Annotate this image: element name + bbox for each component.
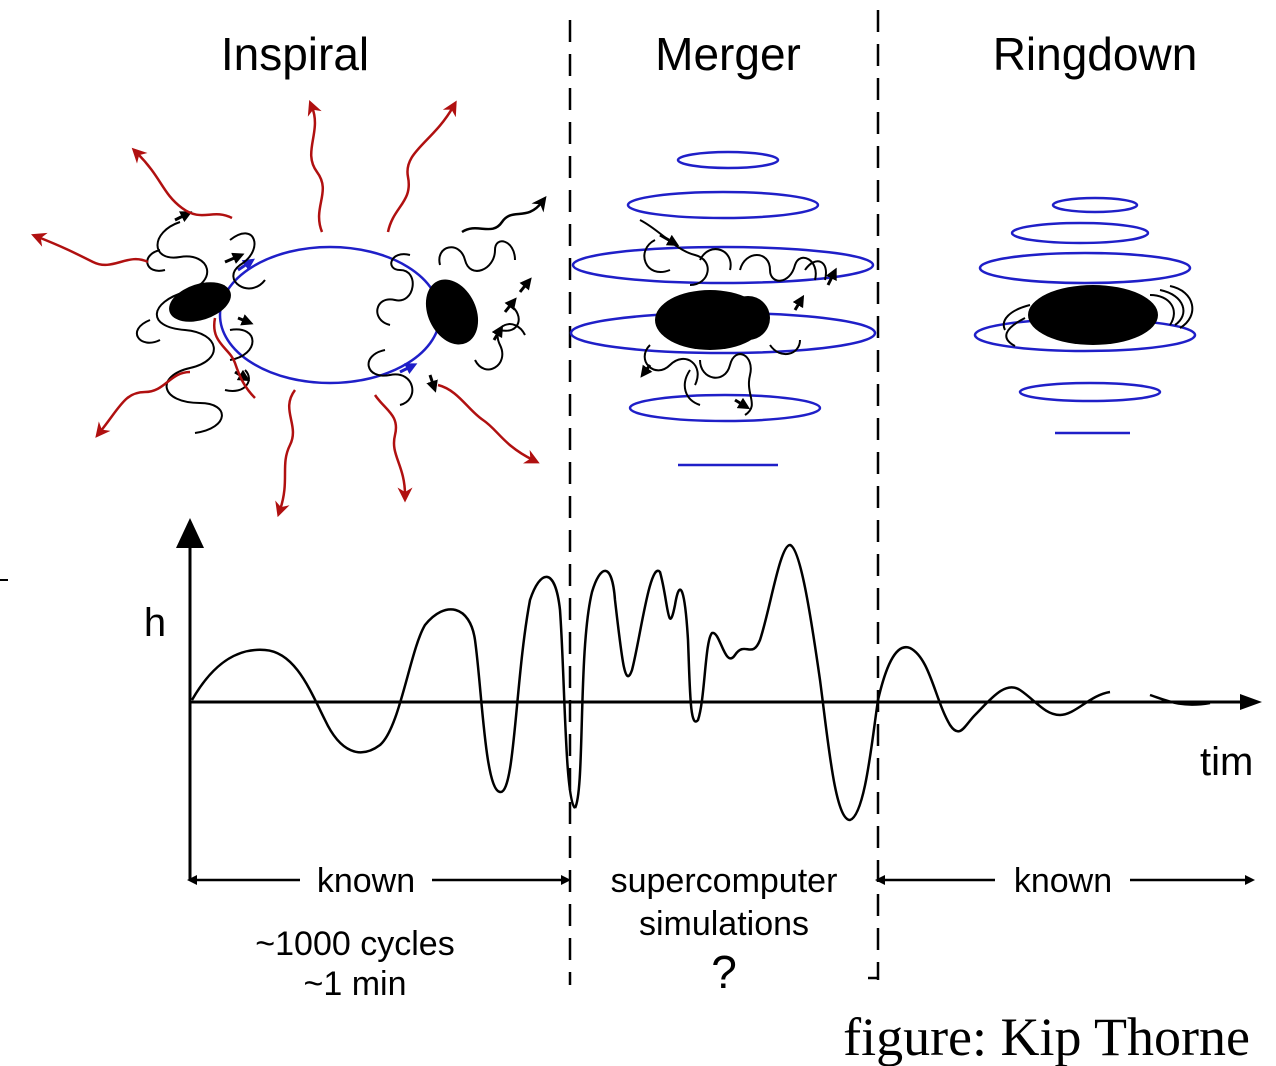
radiation-arrow <box>95 370 191 438</box>
time-axis-arrowhead <box>1240 694 1262 710</box>
radiation-arrow <box>275 389 297 518</box>
ringdown-illustration <box>973 196 1197 435</box>
merger-ring <box>571 245 875 285</box>
radiation-arrow <box>31 232 149 267</box>
span-label-known-left: known <box>317 862 415 900</box>
inspiral-binary-illustration <box>31 100 547 518</box>
radiation-arrow <box>373 394 413 503</box>
radiation-arrow <box>131 147 233 220</box>
merger-ring <box>626 190 820 220</box>
ringdown-ring <box>978 251 1192 285</box>
span-label-question: ? <box>711 946 737 998</box>
phase-title-ringdown: Ringdown <box>993 28 1198 80</box>
merger-ring <box>676 150 780 170</box>
ringdown-ring <box>1010 221 1150 245</box>
black-hole-right <box>425 279 479 345</box>
orbit-direction-marker <box>237 258 255 272</box>
ringdown-black-hole <box>1028 285 1158 345</box>
figure-credit: figure: Kip Thorne <box>843 1007 1250 1066</box>
strain-waveform-inspiral <box>190 575 577 809</box>
span-label-simulations: simulations <box>639 905 809 943</box>
note-duration: ~1 min <box>304 965 407 1003</box>
black-hole-left <box>169 282 231 322</box>
strain-waveform-ringdown <box>876 645 1211 733</box>
h-axis-arrowhead <box>176 518 204 548</box>
orbit-direction-marker <box>399 363 418 375</box>
radiation-arrow <box>212 317 256 399</box>
inspiral-orbit <box>218 245 442 385</box>
radiation-arrow <box>437 383 540 464</box>
outgoing-wave-arrow-black <box>461 196 547 234</box>
phase-title-merger: Merger <box>655 28 801 80</box>
spin-field-lines-right <box>367 240 526 406</box>
radiation-rays <box>31 100 540 518</box>
merger-remnant-lobe <box>726 296 770 340</box>
ringdown-ring <box>1051 196 1139 214</box>
h-axis-label: h <box>144 601 166 645</box>
span-label-supercomputer: supercomputer <box>611 862 838 900</box>
strain-waveform-merger <box>573 543 880 822</box>
radiation-arrow <box>386 100 457 233</box>
note-cycles: ~1000 cycles <box>255 925 454 963</box>
span-label-known-right: known <box>1014 862 1112 900</box>
radiation-arrow <box>307 100 324 233</box>
ringdown-field-lines <box>1002 285 1194 347</box>
waveform-chart: h tim known supercomputer simulations ? … <box>144 518 1262 1003</box>
ringdown-ring <box>1018 381 1162 403</box>
spin-field-lines-left <box>136 221 266 434</box>
phase-title-inspiral: Inspiral <box>221 28 369 80</box>
merger-ring <box>628 393 822 423</box>
merger-illustration <box>569 150 877 467</box>
time-axis-label: tim <box>1200 740 1253 784</box>
merger-field-lines <box>639 219 827 416</box>
